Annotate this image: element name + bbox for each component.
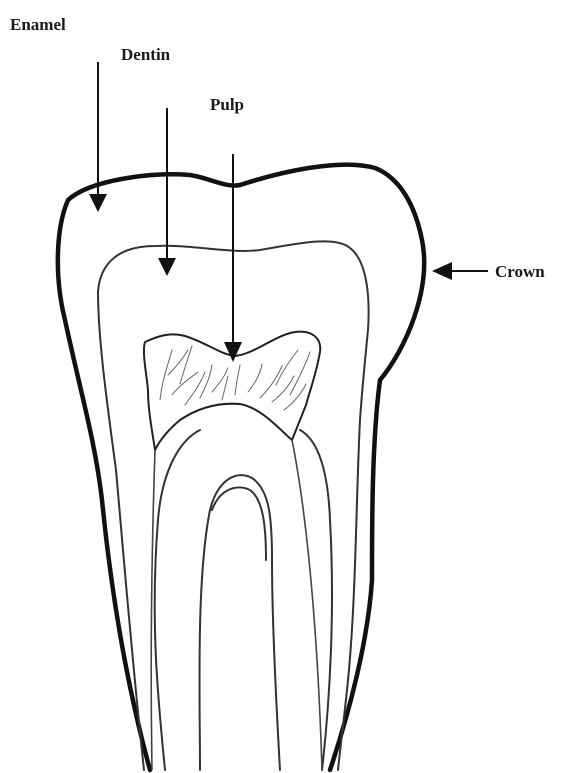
enamel-arrow bbox=[89, 62, 107, 212]
crown-arrow bbox=[432, 262, 488, 280]
root-furcation-notch-inner bbox=[212, 487, 266, 560]
root-canal-right bbox=[292, 440, 322, 770]
tooth-outer-outline bbox=[58, 165, 424, 770]
crown-label: Crown bbox=[495, 262, 545, 281]
root-outer-right bbox=[338, 420, 360, 770]
pulp-label: Pulp bbox=[210, 95, 244, 114]
dentin-label: Dentin bbox=[121, 45, 171, 64]
root-furcation-outline bbox=[155, 430, 332, 770]
root-furcation-notch bbox=[199, 475, 280, 770]
enamel-label: Enamel bbox=[10, 15, 66, 34]
dentin-arrow bbox=[158, 108, 176, 276]
